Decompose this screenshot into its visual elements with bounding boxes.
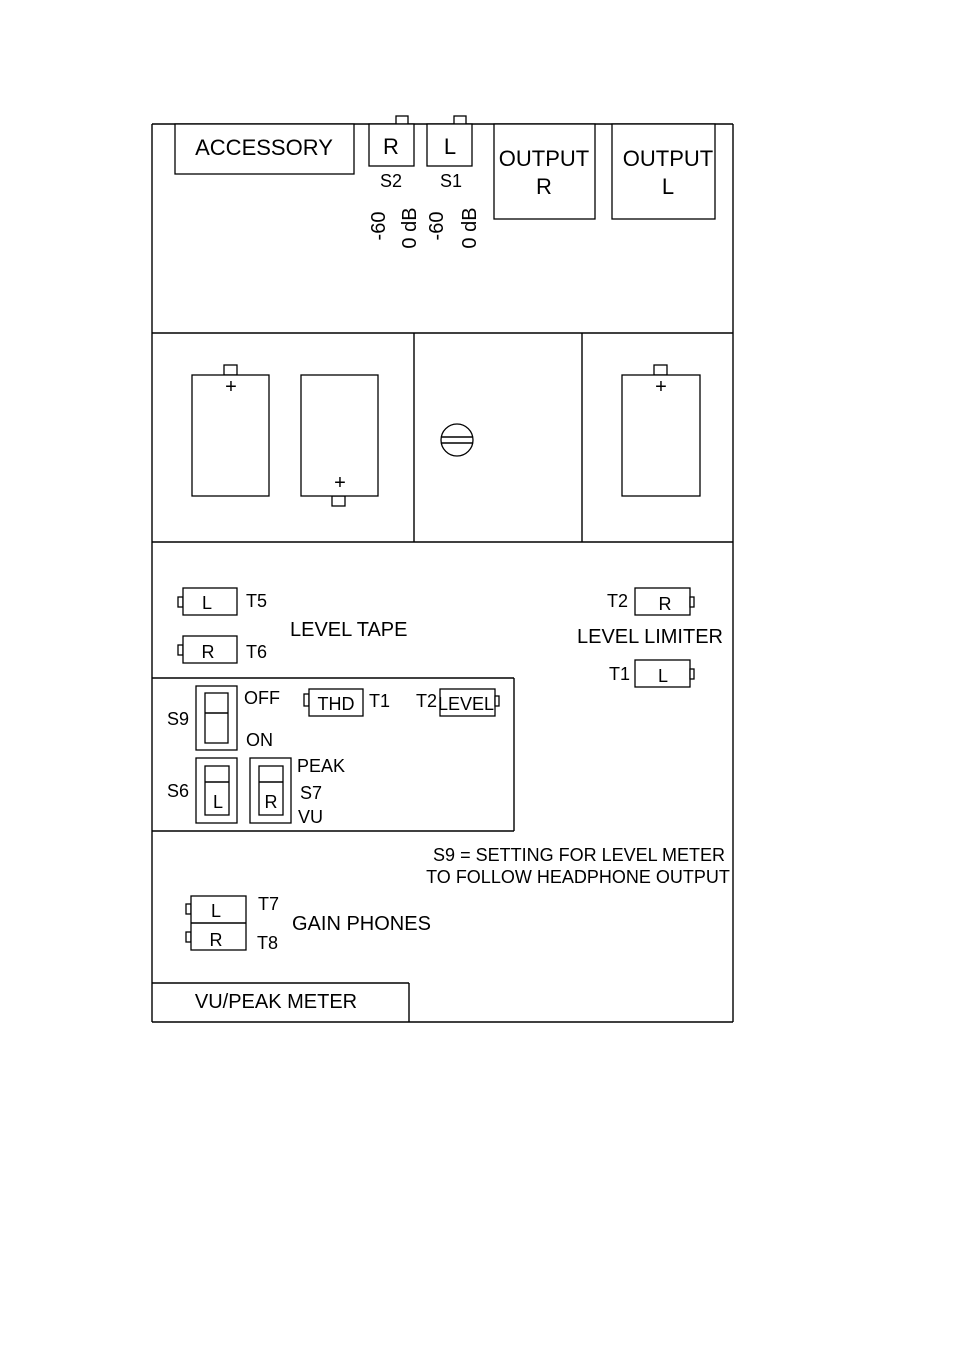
trimmer-t7-letter: L	[211, 901, 221, 921]
trimmer-t6-letter: R	[202, 642, 215, 662]
accessory-connector: ACCESSORY	[174, 123, 355, 175]
trimmer-limiter-t1-name: T1	[609, 664, 630, 684]
switch-s1: L S1	[426, 115, 473, 191]
s1-db-max-label: 0 dB	[459, 207, 481, 248]
trimmer-level: T2 LEVEL	[416, 688, 500, 717]
trimmer-limiter-t2-letter: R	[659, 594, 672, 614]
s1-db-min-label: -60	[426, 212, 448, 241]
battery-1: +	[191, 364, 270, 497]
trimmer-level-label: LEVEL	[438, 694, 494, 714]
switch-s6-letter: L	[213, 792, 223, 812]
trimmer-t6-name: T6	[246, 642, 267, 662]
switch-s2-name: S2	[380, 171, 402, 191]
trimmer-t6: R T6	[177, 635, 267, 664]
trimmer-t5-letter: L	[202, 593, 212, 613]
trimmer-level-name: T2	[416, 691, 437, 711]
vu-peak-meter-connector: VU/PEAK METER	[152, 982, 410, 1022]
switch-s7: R PEAK S7 VU	[249, 756, 345, 827]
switch-s7-vu-label: VU	[298, 807, 323, 827]
s2-db-max-label: 0 dB	[399, 207, 421, 248]
battery-2-plus: +	[334, 472, 346, 494]
trimmer-limiter-t2: T2 R	[607, 587, 695, 616]
output-r-label-line1: OUTPUT	[499, 146, 589, 171]
battery-1-plus: +	[225, 376, 237, 398]
gain-phones-label: GAIN PHONES	[292, 913, 431, 935]
trimmer-t7-name: T7	[258, 894, 279, 914]
accessory-label: ACCESSORY	[195, 135, 333, 160]
switch-s2: R S2	[368, 115, 415, 191]
gain-phones-trimmers: L R T7 T8	[185, 894, 279, 953]
output-l-label-line2: L	[662, 174, 674, 199]
trimmer-t8-name: T8	[257, 933, 278, 953]
switch-s6: S6 L	[167, 757, 238, 824]
screw-icon	[440, 423, 474, 457]
switch-s7-letter: R	[265, 792, 278, 812]
trimmer-thd: THD T1	[303, 688, 390, 717]
trimmer-limiter-t1: T1 L	[609, 659, 695, 688]
battery-2: +	[300, 374, 379, 507]
switch-s1-letter: L	[444, 134, 456, 159]
vu-peak-meter-label: VU/PEAK METER	[195, 991, 357, 1013]
output-r-label-line2: R	[536, 174, 552, 199]
trimmer-t5-name: T5	[246, 591, 267, 611]
trimmer-limiter-t1-letter: L	[658, 666, 668, 686]
trimmer-thd-label: THD	[318, 694, 355, 714]
switch-s1-name: S1	[440, 171, 462, 191]
switch-s9-on-label: ON	[246, 730, 273, 750]
switch-s7-peak-label: PEAK	[297, 756, 345, 776]
switch-s9-name: S9	[167, 709, 189, 729]
switch-s6-name: S6	[167, 781, 189, 801]
note-line-1: S9 = SETTING FOR LEVEL METER	[433, 845, 725, 865]
trimmer-t5: L T5	[177, 587, 267, 616]
switch-s9-off-label: OFF	[244, 688, 280, 708]
switch-s9: S9 OFF ON	[167, 685, 280, 751]
battery-3-plus: +	[655, 376, 667, 398]
trimmer-thd-name: T1	[369, 691, 390, 711]
note-line-2: TO FOLLOW HEADPHONE OUTPUT	[426, 867, 730, 887]
meter-panel	[152, 677, 515, 832]
output-l-connector: OUTPUT L	[611, 123, 716, 220]
switch-s2-letter: R	[383, 134, 399, 159]
level-limiter-label: LEVEL LIMITER	[577, 626, 723, 648]
trimmer-limiter-t2-name: T2	[607, 591, 628, 611]
battery-3: +	[621, 364, 701, 497]
output-l-label-line1: OUTPUT	[623, 146, 713, 171]
s2-db-min-label: -60	[368, 212, 390, 241]
switch-s7-name: S7	[300, 783, 322, 803]
db-scale-labels: -60 0 dB -60 0 dB	[368, 207, 481, 248]
board-frame	[151, 123, 734, 1023]
trimmer-t8-letter: R	[210, 930, 223, 950]
output-r-connector: OUTPUT R	[493, 123, 596, 220]
level-tape-label: LEVEL TAPE	[290, 619, 407, 641]
